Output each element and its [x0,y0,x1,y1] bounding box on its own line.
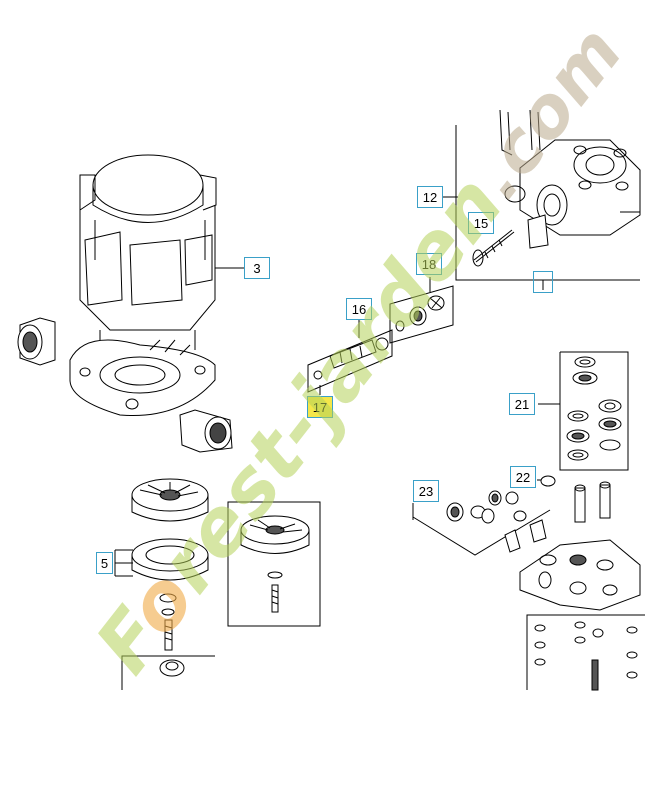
swashplate-detail-box [227,501,321,627]
callout-16[interactable]: 16 [346,298,372,320]
callout-21[interactable]: 21 [509,393,535,415]
swashplate-set [114,478,209,651]
o-ring-22 [540,475,556,487]
callout-23[interactable]: 23 [413,480,439,502]
seal-kit-21 [538,351,629,471]
screw-part [472,229,515,267]
manifold [519,481,641,611]
callout-blank[interactable] [533,271,553,293]
callout-12[interactable]: 12 [417,186,443,208]
callout-22[interactable]: 22 [510,466,536,488]
pump-head-assembly [440,109,641,281]
left-fitting [17,317,56,366]
lower-left-box [121,655,215,690]
callout-15[interactable]: 15 [468,212,494,234]
lower-right-box [526,614,645,691]
unloader-assembly [307,320,393,395]
right-fitting [179,409,233,453]
callout-5[interactable]: 5 [96,552,113,574]
valve-assembly [389,277,454,344]
motor-assembly [17,154,244,453]
callout-18[interactable]: 18 [416,253,442,275]
callout-3[interactable]: 3 [244,257,270,279]
valve-kit-23 [412,490,551,556]
callout-17[interactable]: 17 [307,396,333,418]
